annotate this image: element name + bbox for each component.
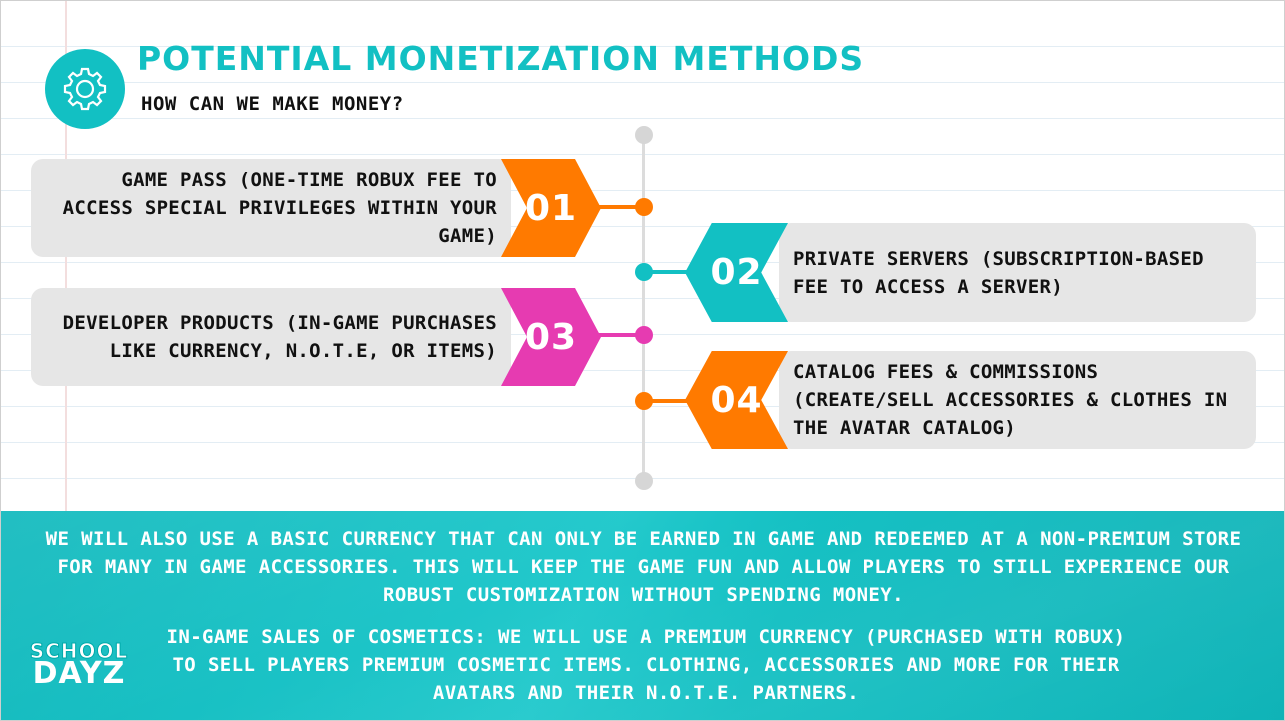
method-connector-03 xyxy=(597,333,641,337)
method-badge-01: 01 xyxy=(501,159,601,257)
method-connector-01 xyxy=(597,205,641,209)
method-card-02: PRIVATE SERVERS (SUBSCRIPTION-BASED FEE … xyxy=(779,223,1256,322)
timeline-line xyxy=(642,135,645,481)
method-badge-02: 02 xyxy=(685,223,788,322)
footer-paragraph-premium-currency: IN-GAME SALES OF COSMETICS: WE WILL USE … xyxy=(166,626,1126,704)
footer-band xyxy=(1,511,1284,720)
method-number-02: 02 xyxy=(710,252,763,293)
method-text-01: GAME PASS (ONE-TIME ROBUX FEE TO ACCESS … xyxy=(62,169,497,247)
logo-line-2: DAYZ xyxy=(32,656,126,691)
logo-line-1: SCHOOL xyxy=(29,639,129,663)
gear-icon xyxy=(63,67,107,111)
timeline-start-dot xyxy=(635,126,653,144)
method-badge-03: 03 xyxy=(501,288,601,386)
method-badge-04: 04 xyxy=(685,351,788,449)
method-number-01: 01 xyxy=(524,187,578,229)
method-number-03: 03 xyxy=(524,316,578,358)
page-subtitle: HOW CAN WE MAKE MONEY? xyxy=(141,93,404,115)
school-dayz-logo: SCHOOL DAYZ xyxy=(29,641,129,697)
method-number-04: 04 xyxy=(710,379,763,421)
method-connector-02 xyxy=(644,270,689,274)
method-dot-04 xyxy=(635,392,653,410)
footer-paragraph-basic-currency: WE WILL ALSO USE A BASIC CURRENCY THAT C… xyxy=(45,528,1242,606)
method-dot-01 xyxy=(635,198,653,216)
timeline-end-dot xyxy=(635,472,653,490)
footer-band-texture xyxy=(1,511,1284,720)
method-dot-02 xyxy=(635,263,653,281)
method-card-04: CATALOG FEES & COMMISSIONS (CREATE/SELL … xyxy=(779,351,1256,449)
gear-badge xyxy=(45,49,125,129)
method-card-01: GAME PASS (ONE-TIME ROBUX FEE TO ACCESS … xyxy=(31,159,511,257)
method-text-02: PRIVATE SERVERS (SUBSCRIPTION-BASED FEE … xyxy=(793,247,1204,298)
method-dot-03 xyxy=(635,326,653,344)
method-connector-04 xyxy=(644,399,689,403)
method-card-03: DEVELOPER PRODUCTS (IN-GAME PURCHASES LI… xyxy=(31,288,511,386)
method-text-03: DEVELOPER PRODUCTS (IN-GAME PURCHASES LI… xyxy=(62,312,497,362)
method-text-04: CATALOG FEES & COMMISSIONS (CREATE/SELL … xyxy=(793,361,1228,439)
page-title: POTENTIAL MONETIZATION METHODS xyxy=(137,39,865,78)
